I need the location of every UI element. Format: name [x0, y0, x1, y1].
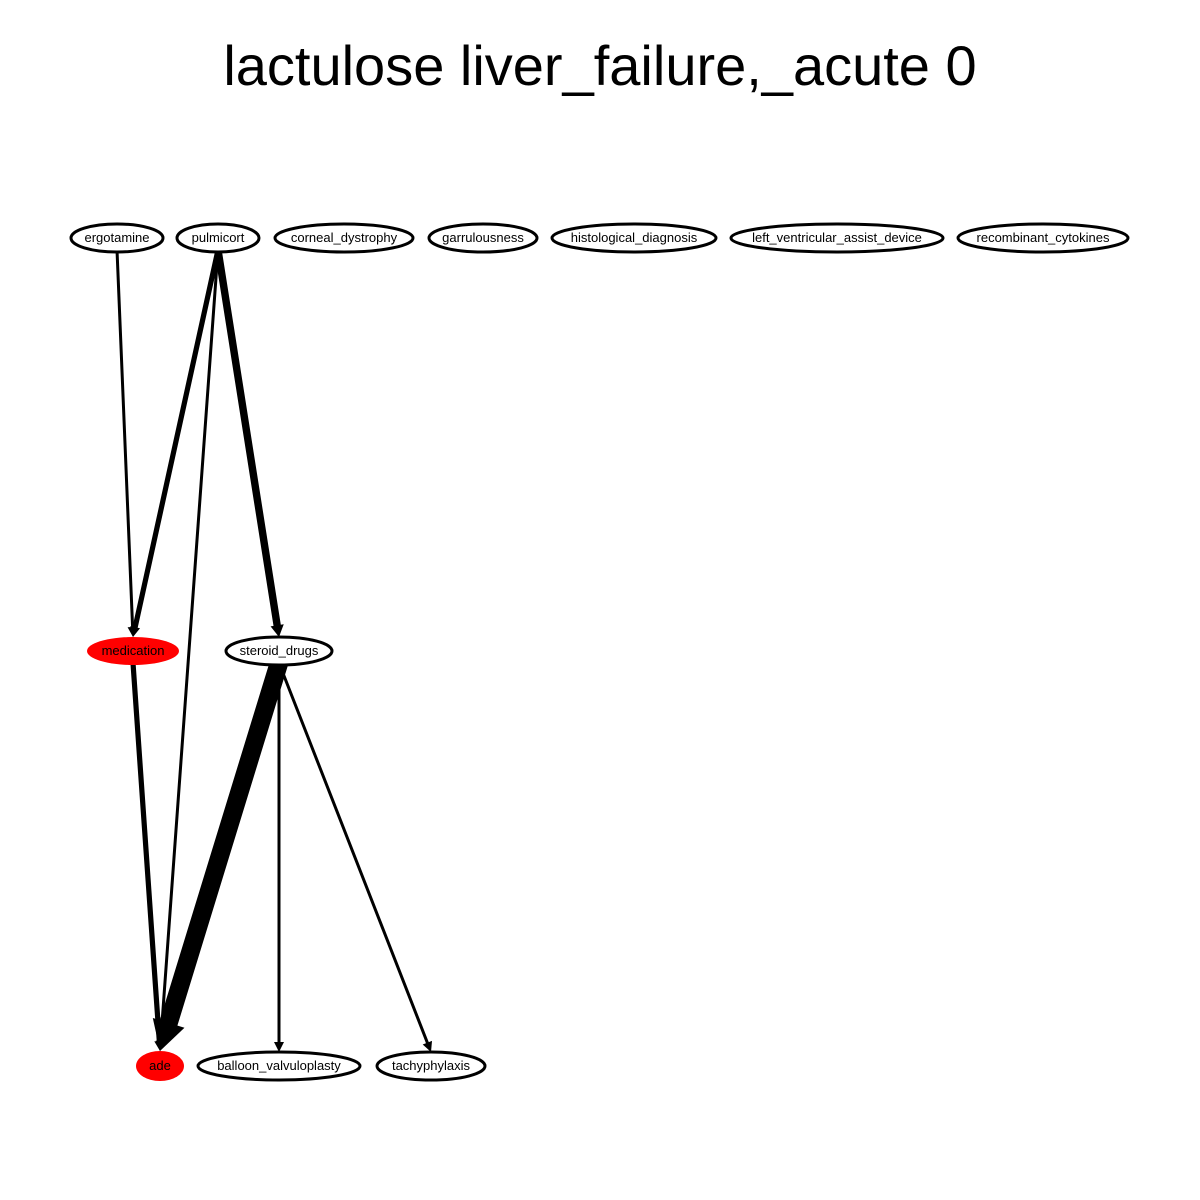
edge-steroid_drugs-to-balloon_valvuloplasty [274, 661, 284, 1052]
node-ade: ade [136, 1051, 184, 1081]
node-ellipse [87, 637, 179, 665]
edge-steroid_drugs-to-ade [152, 653, 289, 1051]
node-label: tachyphylaxis [392, 1058, 471, 1073]
node-tachyphylaxis: tachyphylaxis [375, 1050, 487, 1082]
node-ellipse [375, 1050, 487, 1082]
edge-line [115, 248, 135, 629]
node-garrulousness: garrulousness [427, 222, 539, 254]
edge-steroid_drugs-to-tachyphylaxis [277, 661, 433, 1052]
node-ellipse [224, 635, 334, 667]
node-label: steroid_drugs [240, 643, 319, 658]
node-histological-diagnosis: histological_diagnosis [550, 222, 718, 254]
node-left-ventricular-assist-device: left_ventricular_assist_device [729, 222, 945, 254]
edge-line [277, 661, 429, 1045]
edge-arrowhead [422, 1040, 433, 1052]
node-ellipse [427, 222, 539, 254]
edge-line [159, 653, 289, 1033]
node-label: histological_diagnosis [571, 230, 698, 245]
node-label: ade [149, 1058, 171, 1073]
node-ellipse [956, 222, 1130, 254]
node-ellipse [69, 222, 165, 254]
node-label: ergotamine [84, 230, 149, 245]
diagram-title: lactulose liver_failure,_acute 0 [223, 34, 976, 97]
edge-line [214, 246, 281, 630]
edge-line [159, 248, 220, 1043]
edge-pulmicort-to-steroid_drugs [214, 246, 284, 637]
edge-line [130, 660, 162, 1044]
node-ellipse [196, 1050, 362, 1082]
node-ellipse [550, 222, 718, 254]
node-label: recombinant_cytokines [977, 230, 1110, 245]
edge-pulmicort-to-medication [130, 247, 221, 637]
node-steroid-drugs: steroid_drugs [224, 635, 334, 667]
node-ellipse [175, 222, 261, 254]
edge-arrowhead [274, 1042, 284, 1052]
edge-line [132, 247, 221, 630]
edge-medication-to-ade [130, 660, 165, 1051]
node-label: medication [102, 643, 165, 658]
node-ellipse [273, 222, 415, 254]
edge-ergotamine-to-medication [115, 248, 138, 637]
edge-layer [115, 246, 433, 1052]
node-pulmicort: pulmicort [175, 222, 261, 254]
node-balloon-valvuloplasty: balloon_valvuloplasty [196, 1050, 362, 1082]
node-label: balloon_valvuloplasty [217, 1058, 341, 1073]
node-corneal-dystrophy: corneal_dystrophy [273, 222, 415, 254]
node-ergotamine: ergotamine [69, 222, 165, 254]
node-medication: medication [87, 637, 179, 665]
edge-arrowhead [130, 626, 141, 637]
node-ellipse [136, 1051, 184, 1081]
node-label: corneal_dystrophy [291, 230, 398, 245]
node-recombinant-cytokines: recombinant_cytokines [956, 222, 1130, 254]
node-layer: ergotamine pulmicort corneal_dystrophy garr… [69, 222, 1130, 1082]
node-label: pulmicort [192, 230, 245, 245]
node-label: left_ventricular_assist_device [752, 230, 922, 245]
node-label: garrulousness [442, 230, 524, 245]
edge-arrowhead [152, 1017, 185, 1051]
node-ellipse [729, 222, 945, 254]
edge-arrowhead [270, 624, 284, 637]
